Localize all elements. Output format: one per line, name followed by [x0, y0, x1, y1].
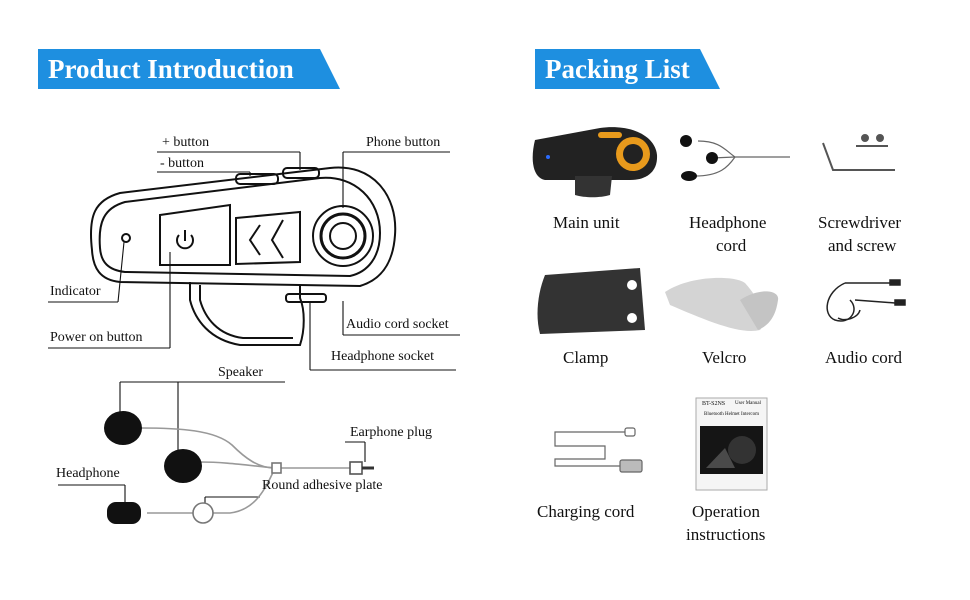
headphone-socket-label: Headphone socket — [331, 349, 435, 364]
velcro-image — [665, 277, 779, 331]
audio-cord-socket-label: Audio cord socket — [346, 317, 449, 332]
headphone-cord-label-2: cord — [716, 236, 747, 255]
indicator-label: Indicator — [50, 284, 101, 299]
minus-button-label: - button — [160, 156, 204, 171]
clamp-label: Clamp — [563, 348, 609, 367]
screwdriver-label-2: and screw — [828, 236, 897, 255]
headphone-label: Headphone — [56, 466, 120, 481]
main-unit-image — [532, 127, 658, 198]
plus-button-label: + button — [162, 135, 210, 150]
audio-cord-image — [826, 279, 906, 322]
manual-image — [695, 397, 768, 491]
device-outline — [90, 166, 397, 346]
packing-list-banner: Packing List — [535, 49, 720, 89]
manual-caption: Bluetooth Helmet Intercom — [704, 412, 759, 417]
audio-cord-label: Audio cord — [825, 348, 902, 367]
velcro-label: Velcro — [702, 348, 747, 367]
main-unit-label: Main unit — [553, 213, 620, 232]
screwdriver-label-1: Screwdriver — [818, 213, 902, 232]
headphone-mic-shape — [107, 502, 141, 524]
power-icon — [176, 230, 194, 250]
charging-cord-image — [554, 427, 643, 473]
earphone-plug-label: Earphone plug — [350, 425, 433, 440]
headset-wires — [139, 427, 374, 524]
operation-instructions-label-1: Operation — [692, 502, 760, 521]
speaker-left-shape — [104, 411, 142, 445]
speaker-right-shape — [164, 449, 202, 483]
speaker-label: Speaker — [218, 365, 264, 380]
power-on-button-label: Power on button — [50, 330, 143, 345]
clamp-image — [537, 268, 645, 334]
screwdriver-image — [822, 134, 895, 171]
round-adhesive-plate-label: Round adhesive plate — [262, 478, 383, 493]
manual-title: BT-S2NS — [702, 401, 726, 407]
headphone-cord-label-1: Headphone — [689, 213, 767, 232]
phone-button-label: Phone button — [366, 135, 441, 150]
leader-lines — [48, 151, 460, 507]
charging-cord-label: Charging cord — [537, 502, 635, 521]
headphone-cord-image — [680, 135, 790, 181]
product-introduction-banner: Product Introduction — [38, 49, 340, 89]
manual-subtitle: User Manual — [735, 401, 761, 406]
operation-instructions-label-2: instructions — [686, 525, 766, 544]
